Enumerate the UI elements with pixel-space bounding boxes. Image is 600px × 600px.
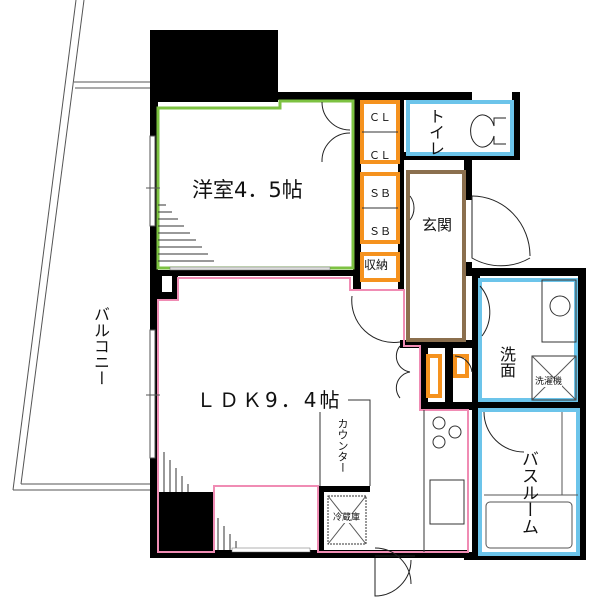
balcony — [12, 0, 150, 491]
toilet-label: トイレ — [426, 108, 445, 156]
shoebox-2-label: ＳＢ — [369, 225, 391, 238]
counter — [319, 399, 371, 486]
fridge — [327, 495, 367, 545]
entrance-outline — [406, 170, 466, 342]
western-room-outline — [156, 99, 355, 270]
ldk-outline — [157, 277, 469, 553]
washing-machine — [531, 355, 577, 401]
pillar-top — [150, 30, 278, 102]
toilet-outline — [406, 100, 514, 156]
storage-label: 収納 — [364, 258, 389, 272]
kitchen — [423, 410, 465, 552]
closet-2-label: ＣＬ — [369, 149, 391, 162]
washing-machine-label: 洗濯機 — [535, 377, 563, 387]
western-room-label: 洋室4．5帖 — [192, 178, 303, 202]
counter-label: カウンター — [336, 418, 349, 473]
fridge-label: 冷蔵庫 — [333, 513, 361, 523]
balcony-label: バルコニー — [91, 306, 110, 386]
entrance-label: 玄関 — [422, 216, 453, 234]
ldk-label: ＬＤＫ9．4帖 — [196, 388, 343, 412]
closet-1-label: ＣＬ — [369, 111, 391, 124]
pillar-bottom — [150, 492, 214, 552]
washroom-label: 洗面 — [497, 346, 516, 378]
bathroom-label: バスルーム — [518, 450, 538, 535]
shoebox-1-label: ＳＢ — [369, 187, 391, 200]
